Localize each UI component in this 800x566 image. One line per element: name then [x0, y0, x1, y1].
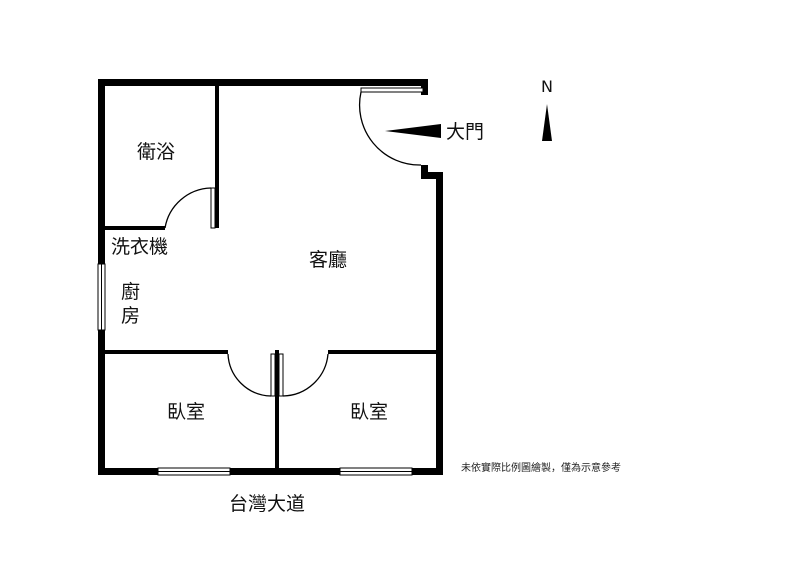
- bedroom-right-door: [278, 353, 329, 397]
- wall-bottom: [98, 468, 443, 475]
- room-label-laundry: 洗衣機: [111, 236, 168, 258]
- doors: [164, 87, 424, 397]
- room-label-bathroom: 衛浴: [137, 141, 175, 163]
- entrance-arrow-icon: [385, 124, 441, 138]
- room-label-bedroom-left: 臥室: [167, 401, 205, 423]
- wall-right-jog-stub: [421, 165, 428, 179]
- main-door-leaf: [360, 87, 424, 93]
- room-label-kitchen-line1: 廚: [121, 280, 140, 303]
- bathroom-door-swing: [164, 187, 212, 229]
- bedroom-left-door-leaf: [270, 353, 276, 397]
- entrance-label: 大門: [446, 121, 484, 143]
- windows: [97, 263, 413, 476]
- wall-left-lower: [98, 330, 105, 475]
- north-arrow-icon: [542, 104, 552, 141]
- bathroom-door-leaf: [210, 187, 216, 229]
- bedroom-left-door: [227, 353, 276, 397]
- wall-bedrooms-divider: [275, 350, 279, 468]
- bedroom-right-door-leaf: [278, 353, 284, 397]
- wall-bathroom-bottom: [105, 226, 165, 230]
- room-label-kitchen-line2: 房: [121, 305, 140, 327]
- main-door: [358, 87, 424, 166]
- wall-left-upper: [98, 79, 105, 264]
- wall-bedrooms-top-left: [105, 350, 228, 354]
- wall-right: [436, 172, 443, 475]
- room-label-living-room: 客廳: [309, 249, 347, 271]
- compass-north-label: N: [541, 77, 553, 96]
- main-door-swing: [358, 91, 422, 166]
- wall-top: [98, 79, 428, 86]
- room-label-bedroom-right: 臥室: [350, 401, 388, 423]
- wall-bedrooms-top-right: [328, 350, 436, 354]
- wall-top-right-stub: [421, 79, 428, 95]
- bedroom-right-door-swing: [282, 353, 329, 397]
- disclaimer-note: 未依實際比例圖繪製，僅為示意參考: [461, 461, 621, 474]
- interior-walls: [105, 86, 436, 468]
- bathroom-door: [164, 187, 216, 229]
- wall-right-jog: [421, 172, 443, 179]
- street-label: 台灣大道: [229, 493, 305, 515]
- exterior-walls: [98, 79, 443, 475]
- bedroom-left-door-swing: [227, 353, 272, 397]
- wall-bathroom-right: [215, 86, 219, 228]
